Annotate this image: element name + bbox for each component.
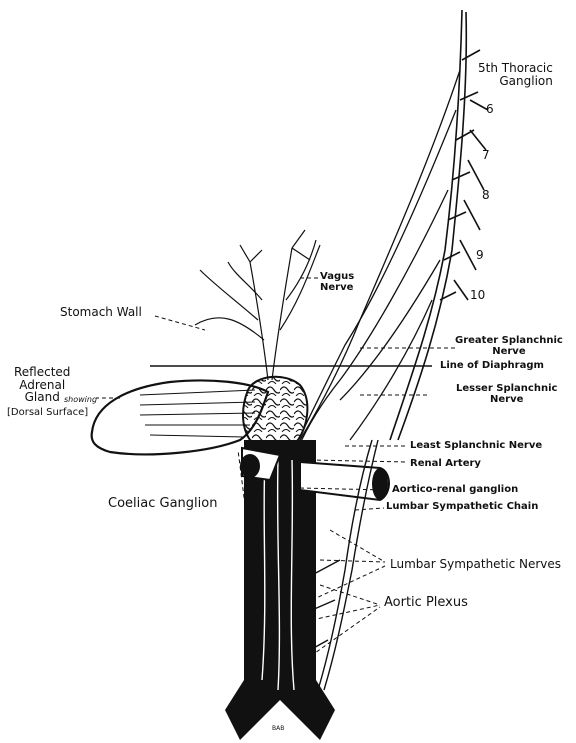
- label-renal-artery: Renal Artery: [410, 459, 481, 470]
- label-aortic-plexus: Aortic Plexus: [384, 596, 468, 610]
- splanchnic-nerves: [296, 70, 460, 448]
- label-ganglion-10: 10: [470, 289, 485, 302]
- label-ganglion-6: 6: [486, 103, 494, 116]
- label-reflected-adrenal: Reflected Adrenal Gland: [14, 366, 70, 404]
- label-lumbar-sympathetic-chain: Lumbar Sympathetic Chain: [386, 502, 538, 513]
- label-dorsal-surface: [Dorsal Surface]: [7, 408, 88, 419]
- adrenal-gland: [92, 380, 268, 454]
- label-greater-splanchnic: Greater Splanchnic Nerve: [455, 336, 563, 357]
- label-coeliac-ganglion: Coeliac Ganglion: [108, 497, 217, 511]
- sympathetic-trunk: [390, 10, 488, 440]
- label-lumbar-sympathetic-nerves: Lumbar Sympathetic Nerves: [390, 558, 561, 571]
- label-showing: showing: [64, 396, 97, 404]
- label-ganglion-9: 9: [476, 249, 484, 262]
- label-line-of-diaphragm: Line of Diaphragm: [440, 361, 544, 372]
- label-artist-initials: BAB: [272, 726, 284, 732]
- label-lesser-splanchnic: Lesser Splanchnic Nerve: [456, 384, 557, 405]
- label-ganglion-8: 8: [482, 189, 490, 202]
- label-5th-thoracic-ganglion: 5th Thoracic Ganglion: [478, 62, 553, 87]
- label-ganglion-7: 7: [482, 149, 490, 162]
- label-vagus-nerve: Vagus Nerve: [320, 272, 354, 293]
- label-aortico-renal-ganglion: Aortico-renal ganglion: [392, 485, 518, 496]
- label-stomach-wall: Stomach Wall: [60, 306, 142, 319]
- coeliac-ganglion-mass: [243, 377, 307, 448]
- vagus-nerve-branches: [195, 230, 320, 380]
- label-least-splanchnic: Least Splanchnic Nerve: [410, 441, 542, 452]
